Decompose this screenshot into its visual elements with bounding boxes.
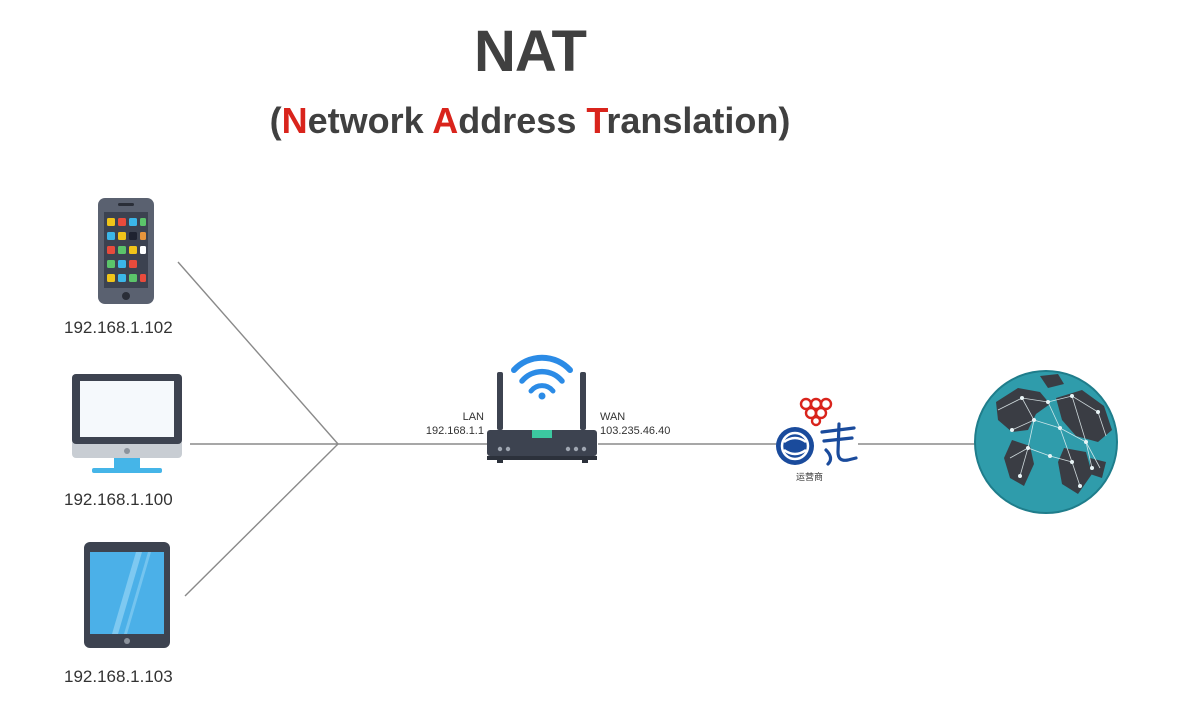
subtitle-word-address: ddress [458,100,587,141]
diagram-subtitle: (Network Address Translation) [0,100,1060,142]
wifi-router-icon [487,354,597,463]
china-telecom-logo-icon [820,422,858,466]
tablet-icon [84,542,170,648]
wan-label: WAN [600,411,626,423]
wan-ip: 103.235.46.40 [600,425,671,437]
subtitle-open-paren: ( [269,100,282,141]
china-unicom-logo-icon [799,397,833,427]
device-ip-smartphone: 192.168.1.102 [64,318,173,337]
connection-lines [177,261,978,597]
desktop-monitor-icon [72,374,182,473]
lan-ip: 192.168.1.1 [425,425,484,437]
subtitle-initial-a: A [432,100,459,141]
subtitle-word-translation: ranslation [606,100,779,141]
subtitle-initial-n: N [281,100,308,141]
subtitle-word-network: etwork [307,100,433,141]
diagram-title: NAT [474,19,587,84]
router-lan-label: LAN 192.168.1.1 [420,410,484,438]
router-wan-label: WAN 103.235.46.40 [600,410,670,438]
subtitle-close-paren: ) [778,100,791,141]
china-mobile-logo-icon [776,427,814,465]
globe-icon [974,370,1118,514]
device-ip-desktop: 192.168.1.100 [64,490,173,509]
line-tablet-to-hub [184,443,339,597]
isp-label: 运营商 [796,472,824,482]
smartphone-icon [98,198,154,304]
line-phone-to-hub [177,261,339,445]
lan-label: LAN [462,411,484,423]
device-ip-tablet: 192.168.1.103 [64,667,173,686]
subtitle-initial-t: T [586,100,607,141]
